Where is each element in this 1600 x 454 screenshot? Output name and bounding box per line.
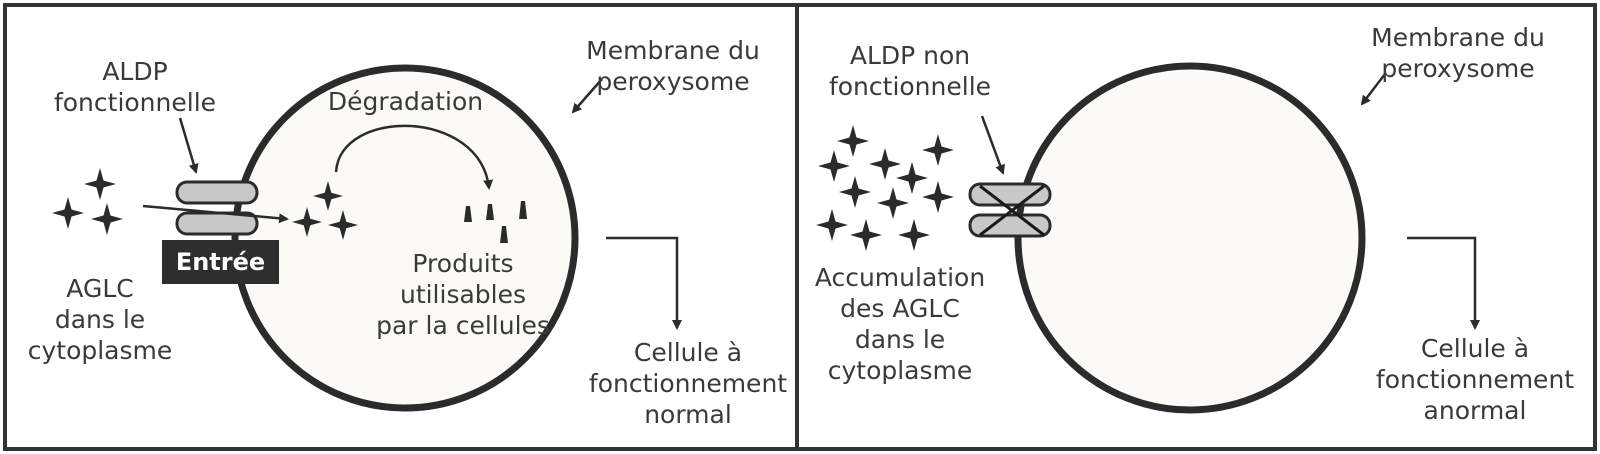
outer-frame bbox=[3, 3, 1597, 451]
accumulation-label: Accumulation des AGLC dans le cytoplasme bbox=[814, 263, 986, 385]
aldp-nonfunctional-label: ALDP non fonctionnelle bbox=[828, 41, 992, 101]
aglc-star-icon bbox=[896, 162, 928, 194]
aglc-cytoplasm-label: AGLC dans le cytoplasme bbox=[27, 274, 173, 365]
peroxisome-membrane-abnormal bbox=[1014, 62, 1366, 414]
membrane-label-abnormal: Membrane du peroxysome bbox=[1371, 23, 1545, 83]
cross-icon bbox=[979, 184, 1045, 237]
aglc-star-icon bbox=[922, 134, 954, 166]
aglc-star-icon bbox=[313, 181, 343, 211]
aglc-star-icon bbox=[292, 207, 322, 237]
entry-label: Entrée bbox=[162, 240, 279, 284]
aglc-star-icon bbox=[850, 219, 882, 251]
cell-outcome-arrow-abnormal bbox=[1407, 236, 1480, 330]
products-icons bbox=[464, 201, 527, 243]
membrane-pointer-arrow-normal bbox=[571, 78, 603, 114]
aglc-star-icon bbox=[869, 148, 901, 180]
aglc-star-icon bbox=[818, 150, 850, 182]
cell-outcome-arrow-normal bbox=[606, 236, 682, 330]
degradation-label: Dégradation bbox=[327, 87, 484, 116]
cell-abnormal-label: Cellule à fonctionnement anormal bbox=[1375, 334, 1575, 425]
membrane-label-normal: Membrane du peroxysome bbox=[586, 36, 760, 96]
aglc-star-icon bbox=[837, 125, 869, 157]
entry-arrow bbox=[142, 204, 289, 224]
aglc-star-icon bbox=[877, 187, 909, 219]
aldp-transporter-functional bbox=[175, 180, 259, 236]
product-cone-icon bbox=[500, 226, 508, 243]
aglc-star-icon bbox=[898, 219, 930, 251]
membrane-pointer-arrow-abnormal bbox=[1360, 73, 1386, 106]
aglc-star-icon bbox=[922, 181, 954, 213]
product-cone-icon bbox=[486, 204, 494, 220]
aglc-star-icon bbox=[91, 203, 123, 235]
aglc-stars-accumulated bbox=[816, 125, 954, 251]
aldp-transporter-nonfunctional bbox=[968, 182, 1052, 238]
aglc-stars-cytoplasm bbox=[52, 168, 123, 235]
aldp-pointer-arrow-nonfunctional bbox=[980, 115, 1005, 175]
aglc-star-icon bbox=[84, 168, 116, 200]
degradation-arrow bbox=[334, 124, 494, 190]
aldp-pointer-arrow bbox=[178, 117, 199, 174]
aldp-functional-label: ALDP fonctionnelle bbox=[40, 56, 230, 118]
cell-normal-label: Cellule à fonctionnement normal bbox=[588, 338, 788, 429]
aglc-star-icon bbox=[52, 197, 84, 229]
aglc-stars-inside bbox=[292, 181, 358, 240]
products-label: Produits utilisables par la cellules bbox=[376, 249, 550, 340]
aldp-label-line-1: ALDP bbox=[102, 57, 168, 86]
aglc-star-icon bbox=[328, 210, 358, 240]
aglc-star-icon bbox=[816, 209, 848, 241]
product-cone-icon bbox=[519, 201, 527, 219]
product-cone-icon bbox=[464, 206, 472, 222]
aldp-label-line-2: fonctionnelle bbox=[53, 88, 217, 117]
aglc-star-icon bbox=[839, 176, 871, 208]
peroxisome-membrane-normal bbox=[231, 64, 579, 412]
